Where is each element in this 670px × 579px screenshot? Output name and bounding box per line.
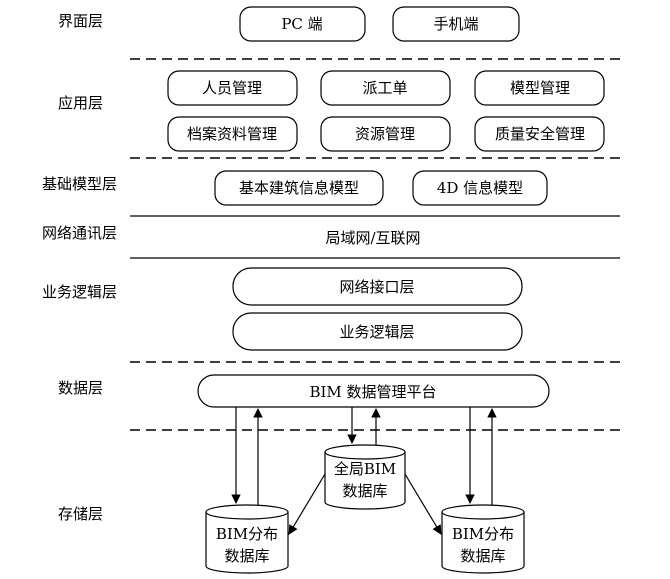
- archive-management-box: 档案资料管理: [167, 116, 298, 152]
- svg-text:模型管理: 模型管理: [510, 79, 570, 97]
- svg-text:4D 信息模型: 4D 信息模型: [437, 179, 523, 197]
- arrow-global-to-right-db: [404, 473, 442, 535]
- svg-text:档案资料管理: 档案资料管理: [187, 125, 277, 143]
- svg-text:手机端: 手机端: [433, 15, 478, 33]
- resource-management-box: 资源管理: [320, 116, 451, 152]
- model-management-box: 模型管理: [474, 70, 605, 106]
- svg-text:PC 端: PC 端: [281, 15, 322, 33]
- bim-data-platform-box: BIM 数据管理平台: [197, 374, 550, 408]
- work-order-box: 派工单: [320, 70, 451, 106]
- layer-label-network: 网络通讯层: [42, 224, 117, 242]
- data-flow-arrows: [231, 407, 497, 535]
- network-text: 局域网/互联网: [325, 229, 420, 247]
- mobile-client-box: 手机端: [392, 6, 520, 42]
- personnel-management-box: 人员管理: [167, 70, 298, 106]
- pc-client-box: PC 端: [239, 6, 366, 42]
- layer-label-app: 应用层: [58, 94, 103, 112]
- layer-label-data: 数据层: [58, 379, 103, 397]
- left-distributed-bim-database: BIM分布 数据库: [205, 504, 289, 574]
- layer-label-base: 基础模型层: [42, 175, 117, 193]
- layer-label-logic: 业务逻辑层: [42, 283, 117, 301]
- quality-safety-box: 质量安全管理: [474, 116, 605, 152]
- svg-text:人员管理: 人员管理: [202, 79, 262, 97]
- global-bim-database: 全局BIM 数据库: [324, 444, 406, 510]
- business-logic-layer-box: 业务逻辑层: [232, 312, 523, 351]
- layer-label-ui: 界面层: [58, 12, 103, 30]
- right-distributed-bim-database: BIM分布 数据库: [441, 504, 525, 574]
- svg-text:基本建筑信息模型: 基本建筑信息模型: [239, 179, 359, 197]
- svg-text:数据库: 数据库: [460, 547, 505, 565]
- svg-text:资源管理: 资源管理: [355, 125, 415, 143]
- svg-text:BIM分布: BIM分布: [452, 525, 514, 543]
- arrow-global-to-left-db: [288, 473, 326, 535]
- svg-text:网络接口层: 网络接口层: [339, 278, 414, 296]
- building-info-model-box: 基本建筑信息模型: [214, 170, 384, 206]
- svg-text:BIM 数据管理平台: BIM 数据管理平台: [309, 383, 436, 401]
- svg-text:质量安全管理: 质量安全管理: [495, 125, 585, 143]
- layer-label-storage: 存储层: [58, 505, 103, 523]
- svg-text:数据库: 数据库: [342, 482, 387, 500]
- svg-text:全局BIM: 全局BIM: [334, 460, 396, 478]
- 4d-info-model-box: 4D 信息模型: [412, 170, 548, 206]
- network-interface-layer-box: 网络接口层: [232, 267, 523, 306]
- svg-text:派工单: 派工单: [362, 79, 407, 97]
- svg-text:数据库: 数据库: [224, 547, 269, 565]
- svg-text:BIM分布: BIM分布: [216, 525, 278, 543]
- svg-text:业务逻辑层: 业务逻辑层: [339, 323, 414, 341]
